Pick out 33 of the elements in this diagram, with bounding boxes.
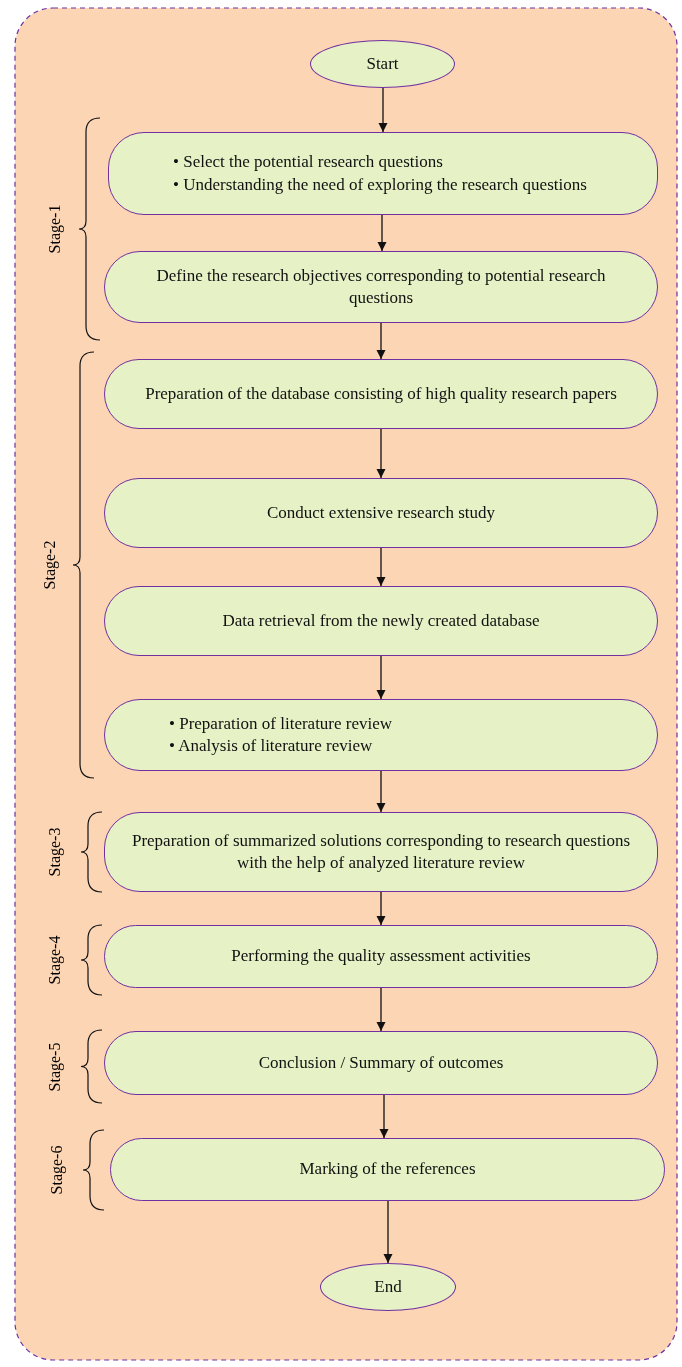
node-text: Conclusion / Summary of outcomes [258, 1051, 504, 1074]
bullet-item: • Analysis of literature review [169, 735, 374, 757]
stage-label: Stage-1 [45, 204, 64, 254]
node-text: End [374, 1275, 402, 1298]
node-text: Define the research objectives corresponding to potential research questions [155, 264, 607, 309]
node-text: Conduct extensive research study [267, 501, 495, 524]
bullet-item: • Select the potential research questions [173, 151, 444, 174]
process-box [104, 812, 658, 892]
arrow [378, 87, 388, 133]
arrow [379, 1094, 389, 1139]
arrow [376, 891, 386, 926]
node-text: Performing the quality assessment activities [231, 945, 531, 968]
arrow [376, 655, 386, 700]
bullet-item: • Preparation of literature review [169, 712, 394, 735]
arrow [376, 987, 386, 1032]
arrow [383, 1200, 393, 1264]
node-text: Preparation of summarized solutions corresponding to research questions with the help of analyzed literature review [130, 829, 632, 874]
arrow [376, 770, 386, 813]
stage-label: Stage-4 [45, 935, 64, 985]
node-text: Data retrieval from the newly created database [222, 609, 540, 632]
stage-label: Stage-3 [45, 827, 64, 877]
node-text: Preparation of the database consisting of high quality research papers [145, 382, 617, 405]
node-text: Start [366, 52, 399, 75]
arrow [376, 322, 386, 360]
node-text: Marking of the references [299, 1158, 476, 1181]
arrow [376, 428, 386, 479]
bullet-item: • Understanding the need of exploring the research questions [173, 173, 588, 196]
stage-label: Stage-6 [47, 1145, 66, 1195]
arrow [376, 547, 386, 587]
stage-label: Stage-2 [40, 540, 59, 590]
arrow [377, 214, 387, 252]
stage-label: Stage-5 [45, 1042, 64, 1091]
process-box [108, 132, 658, 215]
